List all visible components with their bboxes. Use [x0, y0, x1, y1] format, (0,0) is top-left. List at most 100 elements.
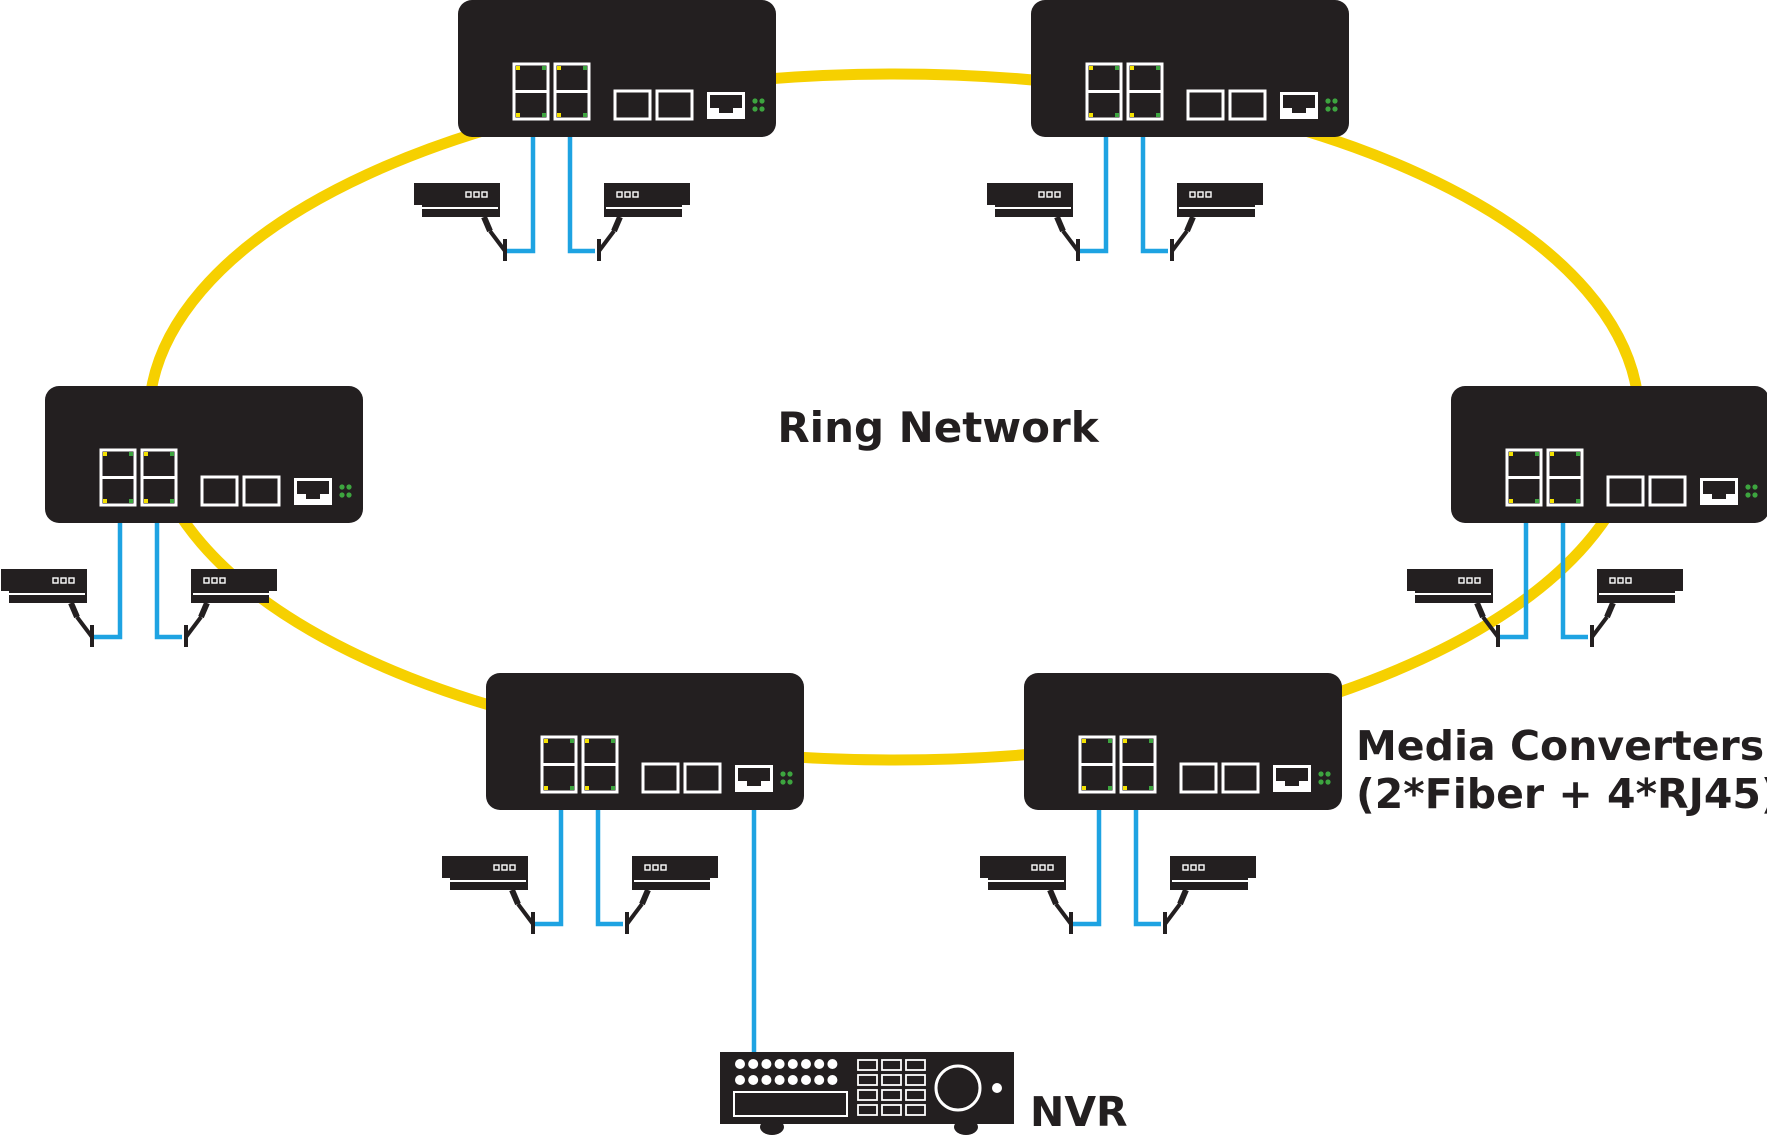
- port-led-yellow: [1130, 66, 1134, 70]
- camera-indicator: [68, 577, 75, 584]
- uplink-port-key: [1292, 108, 1306, 113]
- media-converters: [45, 0, 1767, 810]
- ip-camera-bottom-right-2: [1163, 856, 1256, 934]
- port-led-green: [1108, 786, 1112, 790]
- port-led-yellow: [1089, 66, 1093, 70]
- ethernet-cables: [92, 137, 1588, 1052]
- port-led-yellow: [585, 786, 589, 790]
- camera-cable-mid-left-2: [154, 523, 182, 640]
- camera-cable-mid-right-2: [1560, 523, 1588, 640]
- camera-body: [604, 183, 690, 205]
- port-led-yellow: [1130, 113, 1134, 117]
- nvr-button: [801, 1059, 811, 1069]
- camera-body: [1407, 569, 1493, 591]
- port-led-yellow: [1082, 739, 1086, 743]
- camera-housing-line: [1411, 593, 1491, 595]
- camera-indicator: [1038, 191, 1045, 198]
- status-led: [759, 106, 765, 112]
- port-led-green: [1156, 66, 1160, 70]
- fiber-port: [613, 89, 652, 121]
- camera-housing-line: [984, 880, 1064, 882]
- nvr-key: [905, 1059, 926, 1071]
- nvr-key: [881, 1059, 902, 1071]
- ip-camera-mid-left-1: [1, 569, 94, 647]
- camera-indicator: [1205, 191, 1212, 198]
- nvr-key: [857, 1104, 878, 1116]
- camera-housing-line: [1599, 593, 1679, 595]
- camera-mount-arm: [1184, 215, 1196, 233]
- ip-camera-mid-right-1: [1407, 569, 1500, 647]
- ip-camera-bottom-left-2: [625, 856, 718, 934]
- status-led: [780, 779, 786, 785]
- camera-cable-top-left-1: [505, 137, 536, 254]
- nvr-button: [761, 1075, 772, 1085]
- fiber-port: [1228, 89, 1267, 121]
- port-led-green: [583, 113, 587, 117]
- camera-indicator: [1031, 864, 1038, 871]
- port-led-yellow: [1082, 786, 1086, 790]
- camera-mount-arm: [1061, 229, 1080, 253]
- nvr-power-indicator: [992, 1083, 1002, 1093]
- camera-mount-arm: [68, 601, 80, 619]
- camera-body: [632, 856, 718, 878]
- port-led-yellow: [1123, 786, 1127, 790]
- camera-indicator: [1197, 191, 1204, 198]
- status-led: [1318, 771, 1324, 777]
- camera-mount-arm: [1474, 601, 1486, 619]
- ip-camera-bottom-left-1: [442, 856, 535, 934]
- camera-mount-arm: [1177, 888, 1189, 906]
- camera-cable-top-right-2: [1140, 137, 1168, 254]
- port-led-green: [1576, 499, 1580, 503]
- camera-housing: [604, 205, 682, 217]
- nvr-foot: [760, 1119, 784, 1135]
- port-led-yellow: [103, 452, 107, 456]
- camera-mount-arm: [1604, 601, 1616, 619]
- port-led-green: [1149, 786, 1153, 790]
- camera-mount-arm: [516, 902, 535, 926]
- camera-body: [1, 569, 87, 591]
- camera-housing: [632, 878, 710, 890]
- nvr-button: [761, 1059, 772, 1069]
- camera-cable-bottom-right-2: [1133, 810, 1161, 927]
- fiber-port: [1606, 475, 1645, 507]
- camera-indicator: [52, 577, 59, 584]
- camera-housing-line: [991, 207, 1071, 209]
- ip-camera-top-right-2-body: [1170, 183, 1263, 261]
- nvr: [720, 1052, 1014, 1135]
- camera-indicator: [473, 191, 480, 198]
- camera-housing: [995, 205, 1073, 217]
- camera-indicator: [1617, 577, 1624, 584]
- nvr-key: [857, 1059, 878, 1071]
- nvr-button: [787, 1059, 798, 1069]
- uplink-port-key: [1712, 494, 1726, 499]
- camera-mount-arm: [1170, 229, 1189, 253]
- camera-mount-arm: [481, 215, 493, 233]
- camera-indicator: [509, 864, 516, 871]
- port-led-green: [1149, 739, 1153, 743]
- status-led: [1325, 98, 1331, 104]
- camera-indicator: [1609, 577, 1616, 584]
- nvr-button: [774, 1075, 785, 1085]
- camera-body: [1170, 856, 1256, 878]
- camera-mount-arm: [639, 888, 651, 906]
- nvr-key: [881, 1104, 902, 1116]
- ip-camera-mid-right-2-body: [1590, 569, 1683, 647]
- ip-camera-bottom-right-1: [980, 856, 1073, 934]
- camera-housing: [1597, 591, 1675, 603]
- camera-indicator: [465, 191, 472, 198]
- camera-housing-line: [634, 880, 714, 882]
- camera-cable-bottom-left-1: [533, 810, 564, 927]
- nvr-button: [748, 1059, 759, 1069]
- camera-mount-arm: [1481, 615, 1500, 639]
- media-converter-mid-left: [45, 386, 363, 523]
- uplink-port-opening: [297, 481, 329, 494]
- camera-mount-arm: [1054, 215, 1066, 233]
- camera-cable-bottom-left-2: [595, 810, 623, 927]
- nvr-jog-dial: [934, 1064, 982, 1112]
- status-led: [1745, 492, 1751, 498]
- camera-housing-line: [1179, 207, 1259, 209]
- port-led-green: [129, 452, 133, 456]
- status-led: [1752, 492, 1758, 498]
- nvr-button: [774, 1059, 785, 1069]
- camera-housing: [422, 205, 500, 217]
